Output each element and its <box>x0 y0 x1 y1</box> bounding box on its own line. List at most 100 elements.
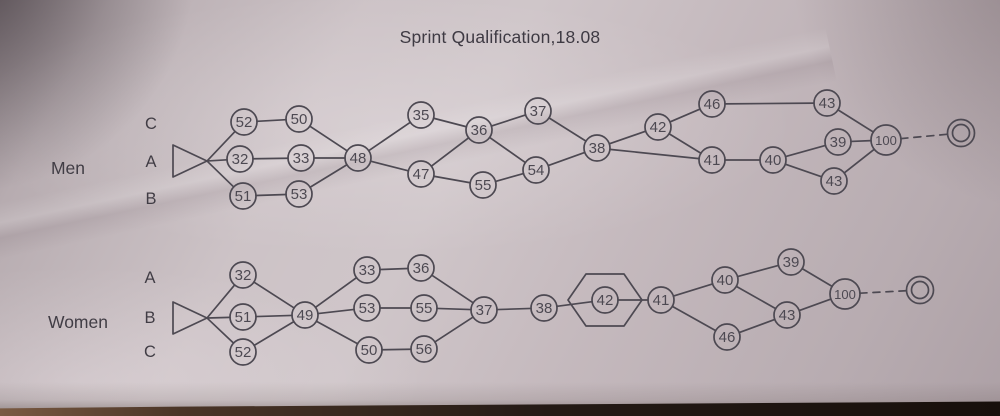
men-control-circle-54 <box>522 156 550 184</box>
men-finish-outer-circle <box>946 118 976 148</box>
men-control-circle-46 <box>698 90 726 118</box>
men-control-circle-48 <box>344 144 372 172</box>
women-control-number-39: 39 <box>783 254 800 271</box>
women-control-number-100: 100 <box>834 287 856 302</box>
men-leg-c40-c39 <box>784 144 827 158</box>
men-leg-start-c51 <box>206 160 235 188</box>
men-control-number-52: 52 <box>236 114 253 131</box>
women-control-circle-53 <box>353 294 381 322</box>
women-leg-start-c32 <box>206 284 236 319</box>
men-leg-c55-c54 <box>494 172 525 183</box>
men-control-circle-50 <box>285 105 313 133</box>
page-title: Sprint Qualification,18.08 <box>399 27 601 47</box>
women-leg-c39-c100 <box>801 267 833 288</box>
men-leg-start-c32 <box>207 158 228 162</box>
men-control-number-35: 35 <box>413 107 430 124</box>
men-control-number-37: 37 <box>530 103 547 120</box>
women-control-circle-52 <box>229 338 257 366</box>
women-control-number-55: 55 <box>416 300 433 317</box>
men-leg-c100-finish <box>900 133 948 140</box>
women-leg-c49-c53 <box>317 308 355 315</box>
men-control-number-50: 50 <box>291 111 308 128</box>
men-control-number-36: 36 <box>471 122 488 139</box>
women-control-number-46: 46 <box>719 329 736 346</box>
women-control-circle-56 <box>410 335 438 363</box>
women-label: Women <box>48 312 108 332</box>
women-leg-c40-c39 <box>736 264 780 278</box>
women-row-label-A: A <box>144 269 155 287</box>
men-control-circle-35 <box>407 101 435 129</box>
men-control-number-41: 41 <box>704 152 721 169</box>
men-control-circle-52 <box>230 108 258 136</box>
men-leg-c38-c42 <box>608 130 647 145</box>
men-leg-c43b-c100 <box>843 148 876 174</box>
men-control-number-47: 47 <box>413 166 430 183</box>
men-control-number-51: 51 <box>235 188 252 205</box>
women-control-number-37: 37 <box>476 302 493 319</box>
men-control-circle-41 <box>698 146 726 174</box>
women-control-number-33: 33 <box>359 262 376 279</box>
men-control-circle-42 <box>644 113 672 141</box>
women-leg-c43-c100 <box>798 298 832 312</box>
men-leg-c36-c37 <box>490 114 527 127</box>
men-control-number-46: 46 <box>704 96 721 113</box>
women-control-circle-38 <box>530 294 558 322</box>
women-control-number-53: 53 <box>359 300 376 317</box>
men-control-circle-55 <box>469 171 497 199</box>
women-control-circle-50 <box>355 336 383 364</box>
women-leg-c41-c46 <box>671 305 717 332</box>
women-leg-c51-c49 <box>255 314 293 318</box>
men-control-circle-100 <box>870 124 902 156</box>
men-control-circle-32 <box>226 145 254 173</box>
men-control-number-43: 43 <box>826 173 843 190</box>
women-control-circle-55 <box>410 294 438 322</box>
women-leg-c55-c37 <box>436 307 472 311</box>
women-control-circle-43 <box>773 301 801 329</box>
men-control-number-53: 53 <box>291 186 308 203</box>
men-control-circle-40 <box>759 146 787 174</box>
men-leg-c38-c41 <box>609 148 700 160</box>
women-leg-c41-c40 <box>672 283 714 297</box>
women-leg-c32-c49 <box>253 281 295 309</box>
men-row-label-B: B <box>145 190 156 208</box>
women-control-circle-32 <box>229 261 257 289</box>
men-control-number-39: 39 <box>830 134 847 151</box>
men-control-number-55: 55 <box>475 177 492 194</box>
men-leg-c47-c55 <box>432 175 472 184</box>
women-control-number-51: 51 <box>235 309 252 326</box>
women-leg-c38-c42 <box>556 300 593 308</box>
men-control-number-33: 33 <box>293 150 310 167</box>
men-control-number-43: 43 <box>819 95 836 112</box>
men-leg-start-c52 <box>206 130 236 162</box>
women-control-number-40: 40 <box>717 272 734 289</box>
men-leg-c36-c54 <box>488 136 527 164</box>
women-control-circle-42 <box>591 286 619 314</box>
women-control-circle-51 <box>229 303 257 331</box>
men-leg-c42-c41 <box>668 132 702 155</box>
men-leg-c43t-c100 <box>837 109 875 133</box>
men-control-number-48: 48 <box>350 150 367 167</box>
men-row-label-A: A <box>145 153 156 171</box>
women-leg-start-c51 <box>207 316 231 319</box>
men-leg-c50-c48 <box>308 125 349 152</box>
women-control-number-50: 50 <box>361 342 378 359</box>
women-hexagon-mark <box>567 273 643 327</box>
women-control-circle-33 <box>353 256 381 284</box>
women-leg-c33-c36 <box>379 267 409 271</box>
women-control-circle-100 <box>829 278 861 310</box>
women-control-number-41: 41 <box>653 292 670 309</box>
men-leg-c54-c38 <box>547 151 586 167</box>
women-control-number-42: 42 <box>597 292 614 309</box>
men-control-circle-53 <box>285 180 313 208</box>
women-leg-c50-c56 <box>381 348 412 351</box>
men-leg-c48-c47 <box>369 160 410 172</box>
men-control-number-38: 38 <box>589 140 606 157</box>
women-control-number-36: 36 <box>413 260 430 277</box>
men-leg-c40-c43b <box>784 163 823 178</box>
women-start-triangle <box>172 301 208 335</box>
women-control-number-43: 43 <box>779 307 796 324</box>
women-leg-c49-c50 <box>315 320 359 345</box>
men-leg-c52-c50 <box>256 118 287 123</box>
